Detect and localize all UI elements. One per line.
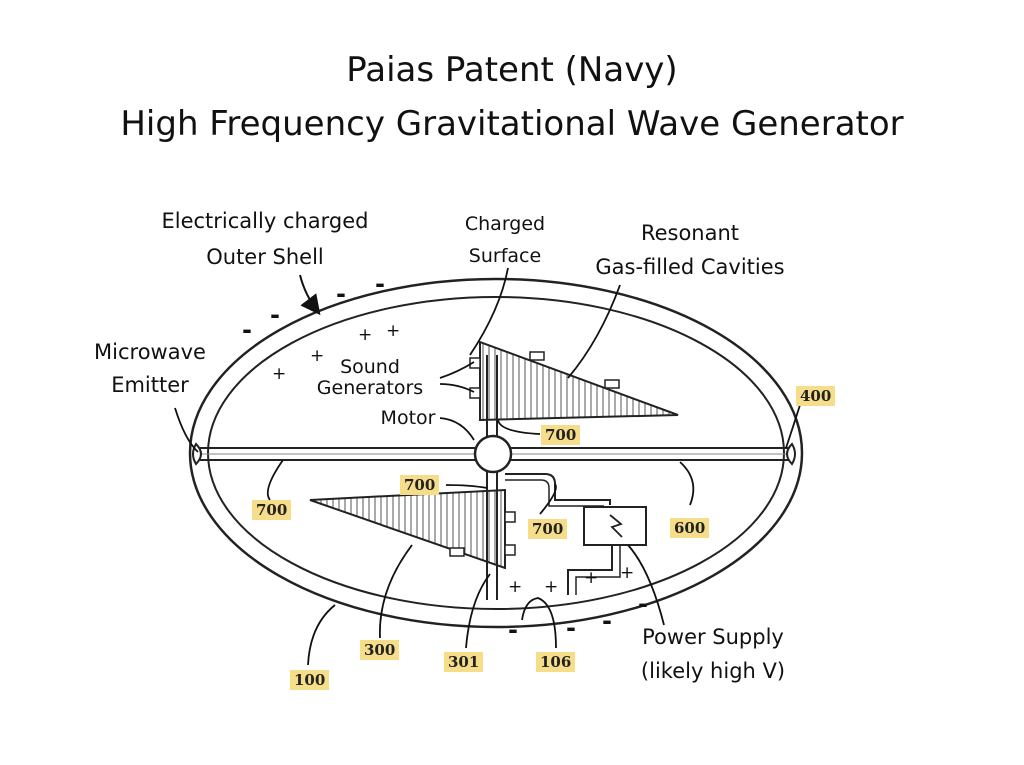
outer-shell-outer xyxy=(188,277,804,629)
plus-sign: + xyxy=(310,346,325,366)
right-emitter xyxy=(786,442,796,466)
title-line-2: High Frequency Gravitational Wave Genera… xyxy=(120,104,904,144)
ref-301: 301 xyxy=(444,652,484,672)
label-resonant-line-1: Resonant xyxy=(640,221,740,245)
title-line-1: Paias Patent (Navy) xyxy=(346,50,678,90)
minus-sign: - xyxy=(508,616,518,644)
label-motor: Motor xyxy=(380,407,436,429)
label-resonant-line-2: Gas-filled Cavities xyxy=(595,255,785,279)
plus-sign: + xyxy=(584,568,599,588)
label-power-line-2: (likely high V) xyxy=(640,659,786,683)
ref-300: 300 xyxy=(360,640,400,660)
ref-400: 400 xyxy=(796,386,836,406)
minus-sign: - xyxy=(602,607,612,635)
plus-sign: + xyxy=(544,577,559,597)
outer-shell-inner xyxy=(207,296,785,610)
minus-sign: - xyxy=(242,316,252,344)
ref-106: 106 xyxy=(536,652,576,672)
minus-sign: - xyxy=(336,280,346,308)
label-charged-surface-line-2: Surface xyxy=(468,245,542,267)
ref-700-upper: 700 xyxy=(400,475,440,495)
label-outer-shell-line-1: Electrically charged xyxy=(161,209,369,233)
plus-sign: + xyxy=(508,577,523,597)
label-sound-line-1: Sound xyxy=(340,356,400,378)
ref-600: 600 xyxy=(670,518,710,538)
label-power-line-1: Power Supply xyxy=(642,625,784,649)
ref-700-axle: 700 xyxy=(541,425,581,445)
plus-sign: + xyxy=(386,321,401,341)
label-charged-surface-line-1: Charged xyxy=(464,213,546,235)
minus-sign: - xyxy=(566,614,576,642)
upper-cavity xyxy=(479,340,679,422)
ref-100: 100 xyxy=(290,670,330,690)
minus-sign: - xyxy=(375,270,385,298)
lower-cavity xyxy=(309,488,506,570)
plus-sign: + xyxy=(272,364,287,384)
lightning-icon xyxy=(609,514,623,538)
ref-700-mid: 700 xyxy=(528,519,568,539)
minus-sign: - xyxy=(638,590,648,618)
label-outer-shell-line-2: Outer Shell xyxy=(206,245,324,269)
ref-700-left: 700 xyxy=(252,500,292,520)
minus-sign: - xyxy=(270,301,280,329)
label-sound-line-2: Generators xyxy=(316,377,424,399)
plus-sign: + xyxy=(358,325,373,345)
label-microwave-line-2: Emitter xyxy=(111,373,189,397)
label-microwave-line-1: Microwave xyxy=(94,340,206,364)
motor-circle xyxy=(473,434,513,474)
plus-sign: + xyxy=(620,563,635,583)
